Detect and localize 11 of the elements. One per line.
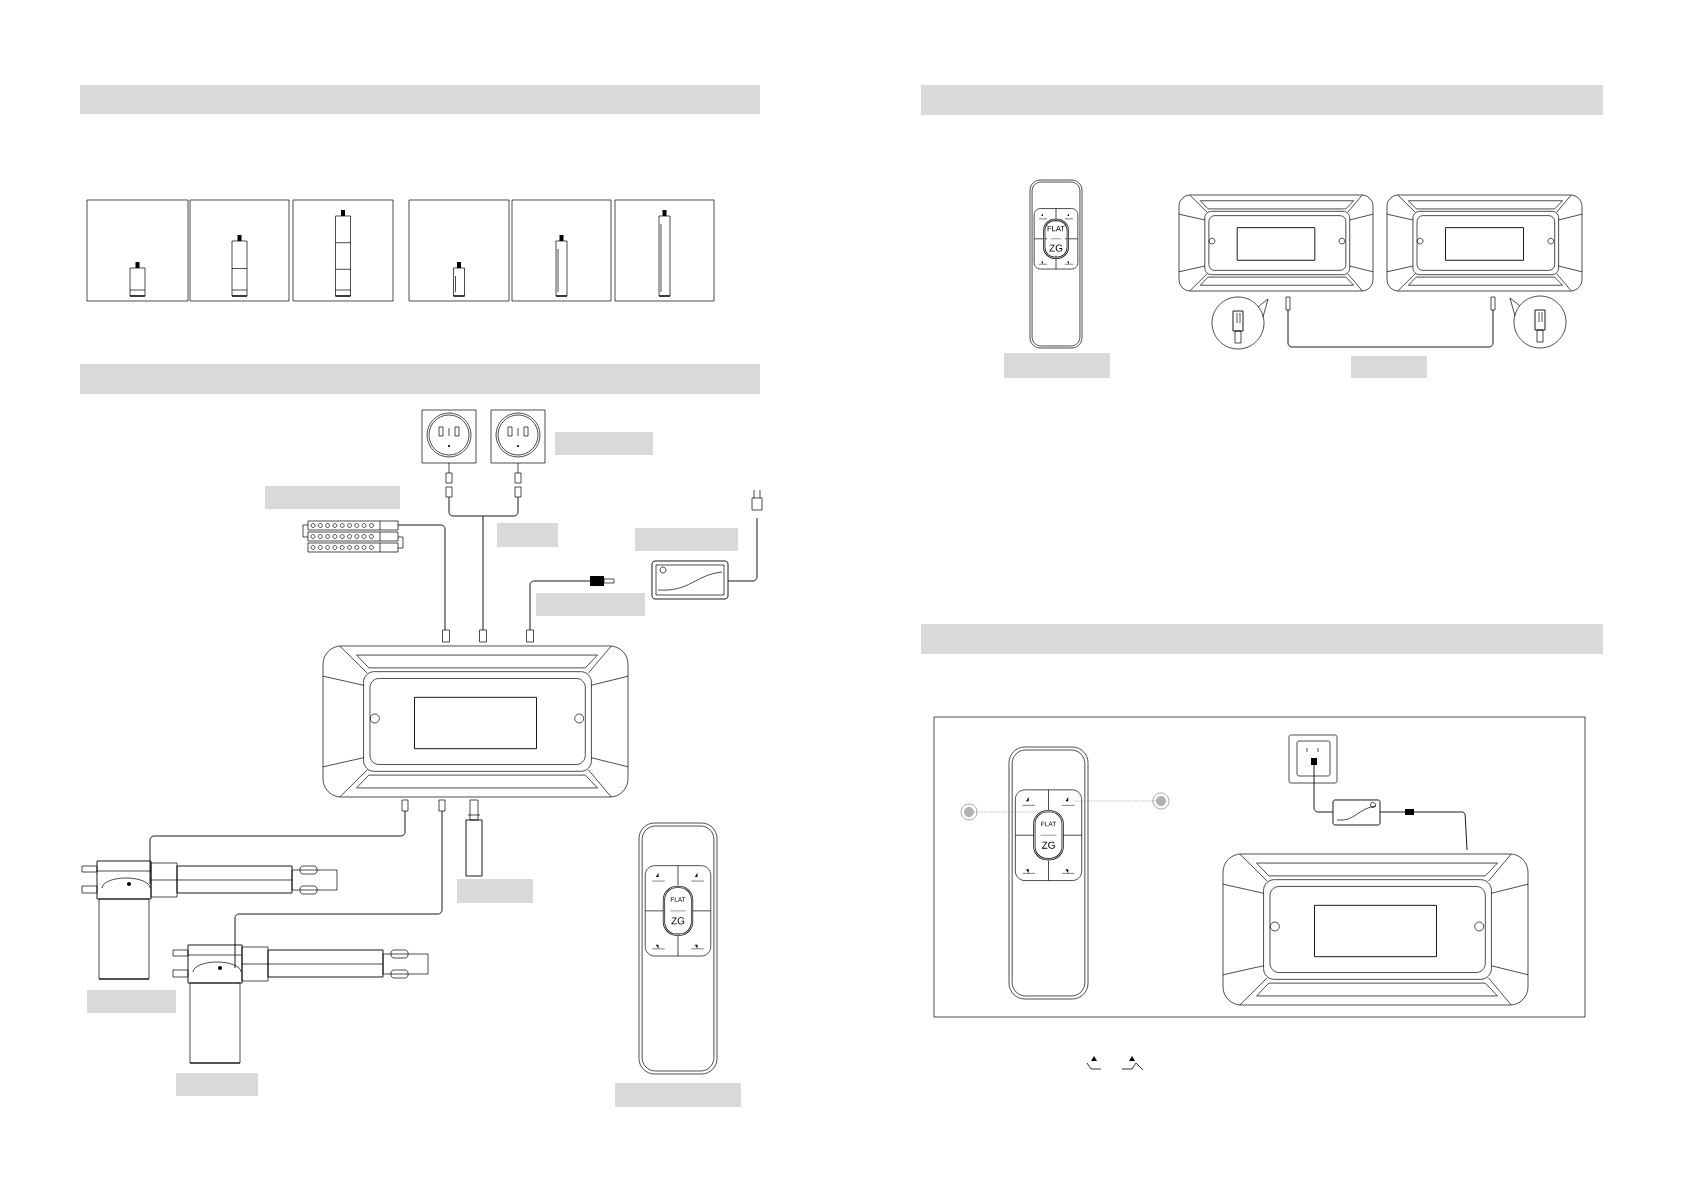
label-bar xyxy=(176,1073,258,1096)
label-bar xyxy=(265,486,400,509)
label-bar xyxy=(1351,356,1427,378)
label-bar xyxy=(87,990,176,1013)
label-bar xyxy=(615,1083,741,1107)
label-bar xyxy=(635,528,738,551)
label-bar xyxy=(497,523,558,547)
label-bar xyxy=(1004,353,1110,378)
label-bar xyxy=(457,879,533,903)
label-bar xyxy=(555,432,653,455)
label-bar xyxy=(536,593,645,616)
